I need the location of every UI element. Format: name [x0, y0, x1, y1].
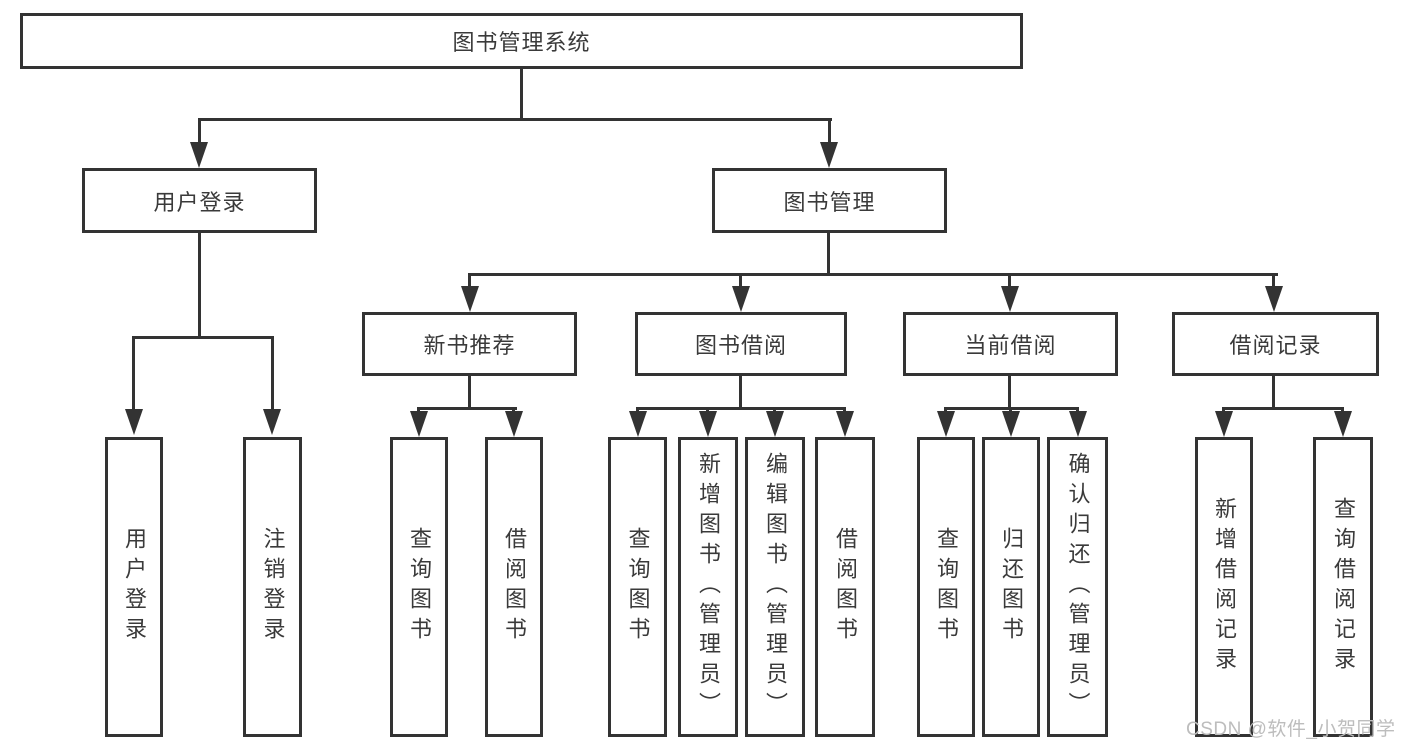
- connector-arrow-shaft-leaf-logout: [271, 336, 274, 411]
- leaf-bb-edit-books-admin: 编辑图书（管理员）: [745, 437, 805, 737]
- connector-book-borrow-riser: [739, 376, 742, 409]
- connector-arrow-shaft-current-borrow: [1008, 273, 1011, 288]
- arrowhead-book-borrow: [732, 286, 750, 312]
- arrowhead-bb-borrow: [836, 411, 854, 437]
- connector-book-mgmt-crossbar: [468, 273, 1278, 276]
- connector-user-login-riser: [198, 233, 201, 338]
- leaf-cb-confirm-return-admin-label: 确认归还（管理员）: [1065, 452, 1091, 722]
- connector-borrow-records-riser: [1272, 376, 1275, 409]
- arrowhead-cb-return: [1002, 411, 1020, 437]
- arrowhead-cb-confirm: [1069, 411, 1087, 437]
- leaf-br-add-record-label: 新增借阅记录: [1212, 497, 1237, 677]
- leaf-nb-borrow-books: 借阅图书: [485, 437, 543, 737]
- node-borrowing-records: 借阅记录: [1172, 312, 1379, 376]
- connector-arrow-shaft-book-borrow: [739, 273, 742, 288]
- csdn-watermark: CSDN @软件_小贺同学: [1186, 719, 1396, 740]
- connector-root-riser: [520, 69, 523, 119]
- connector-new-book-crossbar: [417, 407, 517, 410]
- connector-root-crossbar: [198, 118, 832, 121]
- arrowhead-bb-edit: [766, 411, 784, 437]
- connector-arrow-shaft-leaf-login: [132, 336, 135, 411]
- node-new-book-recommend: 新书推荐: [362, 312, 577, 376]
- leaf-user-login-label: 用户登录: [122, 527, 147, 647]
- leaf-bb-edit-books-admin-label: 编辑图书（管理员）: [763, 452, 788, 722]
- arrowhead-leaf-logout: [263, 409, 281, 435]
- node-new-book-recommend-label: 新书推荐: [423, 333, 516, 358]
- arrowhead-br-query: [1334, 411, 1352, 437]
- leaf-nb-query-books-label: 查询图书: [407, 527, 432, 647]
- arrowhead-nb-query: [410, 411, 428, 437]
- node-book-borrowing-label: 图书借阅: [694, 333, 787, 358]
- node-book-management-label: 图书管理: [783, 189, 876, 215]
- leaf-user-login: 用户登录: [105, 437, 163, 737]
- arrowhead-cb-query: [937, 411, 955, 437]
- leaf-br-query-record: 查询借阅记录: [1313, 437, 1373, 737]
- connector-book-mgmt-riser: [827, 233, 830, 275]
- leaf-bb-borrow-books-label: 借阅图书: [833, 527, 858, 647]
- leaf-bb-query-books: 查询图书: [608, 437, 667, 737]
- node-user-login-label: 用户登录: [153, 189, 246, 215]
- connector-arrow-shaft-user-login: [198, 118, 201, 143]
- leaf-cb-query-books-label: 查询图书: [934, 527, 959, 647]
- leaf-bb-query-books-label: 查询图书: [625, 527, 651, 647]
- connector-arrow-shaft-new-book: [468, 273, 471, 288]
- leaf-cb-query-books: 查询图书: [917, 437, 975, 737]
- arrowhead-br-add: [1215, 411, 1233, 437]
- connector-book-borrow-crossbar: [636, 407, 846, 410]
- leaf-cb-return-books-label: 归还图书: [999, 527, 1024, 647]
- leaf-br-add-record: 新增借阅记录: [1195, 437, 1253, 737]
- leaf-br-query-record-label: 查询借阅记录: [1331, 497, 1356, 677]
- arrowhead-bb-add: [699, 411, 717, 437]
- connector-borrow-records-crossbar: [1222, 407, 1344, 410]
- node-user-login: 用户登录: [82, 168, 317, 233]
- arrowhead-current-borrow: [1001, 286, 1019, 312]
- leaf-bb-add-books-admin-label: 新增图书（管理员）: [696, 452, 721, 722]
- arrowhead-borrow-records: [1265, 286, 1283, 312]
- leaf-logout-label: 注销登录: [260, 527, 286, 647]
- arrowhead-new-book: [461, 286, 479, 312]
- node-root-label: 图书管理系统: [452, 30, 591, 55]
- leaf-cb-confirm-return-admin: 确认归还（管理员）: [1047, 437, 1108, 737]
- arrowhead-nb-borrow: [505, 411, 523, 437]
- node-root: 图书管理系统: [20, 13, 1023, 69]
- arrowhead-user-login: [190, 142, 208, 168]
- connector-current-borrow-riser: [1008, 376, 1011, 409]
- connector-new-book-riser: [468, 376, 471, 409]
- node-book-borrowing: 图书借阅: [635, 312, 847, 376]
- leaf-logout: 注销登录: [243, 437, 302, 737]
- leaf-cb-return-books: 归还图书: [982, 437, 1040, 737]
- connector-arrow-shaft-book-mgmt: [828, 118, 831, 143]
- leaf-nb-query-books: 查询图书: [390, 437, 448, 737]
- connector-arrow-shaft-borrow-records: [1272, 273, 1275, 288]
- connector-user-login-crossbar: [132, 336, 274, 339]
- node-current-borrowing: 当前借阅: [903, 312, 1118, 376]
- leaf-nb-borrow-books-label: 借阅图书: [502, 527, 527, 647]
- node-book-management: 图书管理: [712, 168, 947, 233]
- arrowhead-leaf-login: [125, 409, 143, 435]
- node-borrowing-records-label: 借阅记录: [1229, 333, 1322, 358]
- leaf-bb-borrow-books: 借阅图书: [815, 437, 875, 737]
- node-current-borrowing-label: 当前借阅: [964, 333, 1057, 358]
- leaf-bb-add-books-admin: 新增图书（管理员）: [678, 437, 738, 737]
- arrowhead-bb-query: [629, 411, 647, 437]
- arrowhead-book-mgmt: [820, 142, 838, 168]
